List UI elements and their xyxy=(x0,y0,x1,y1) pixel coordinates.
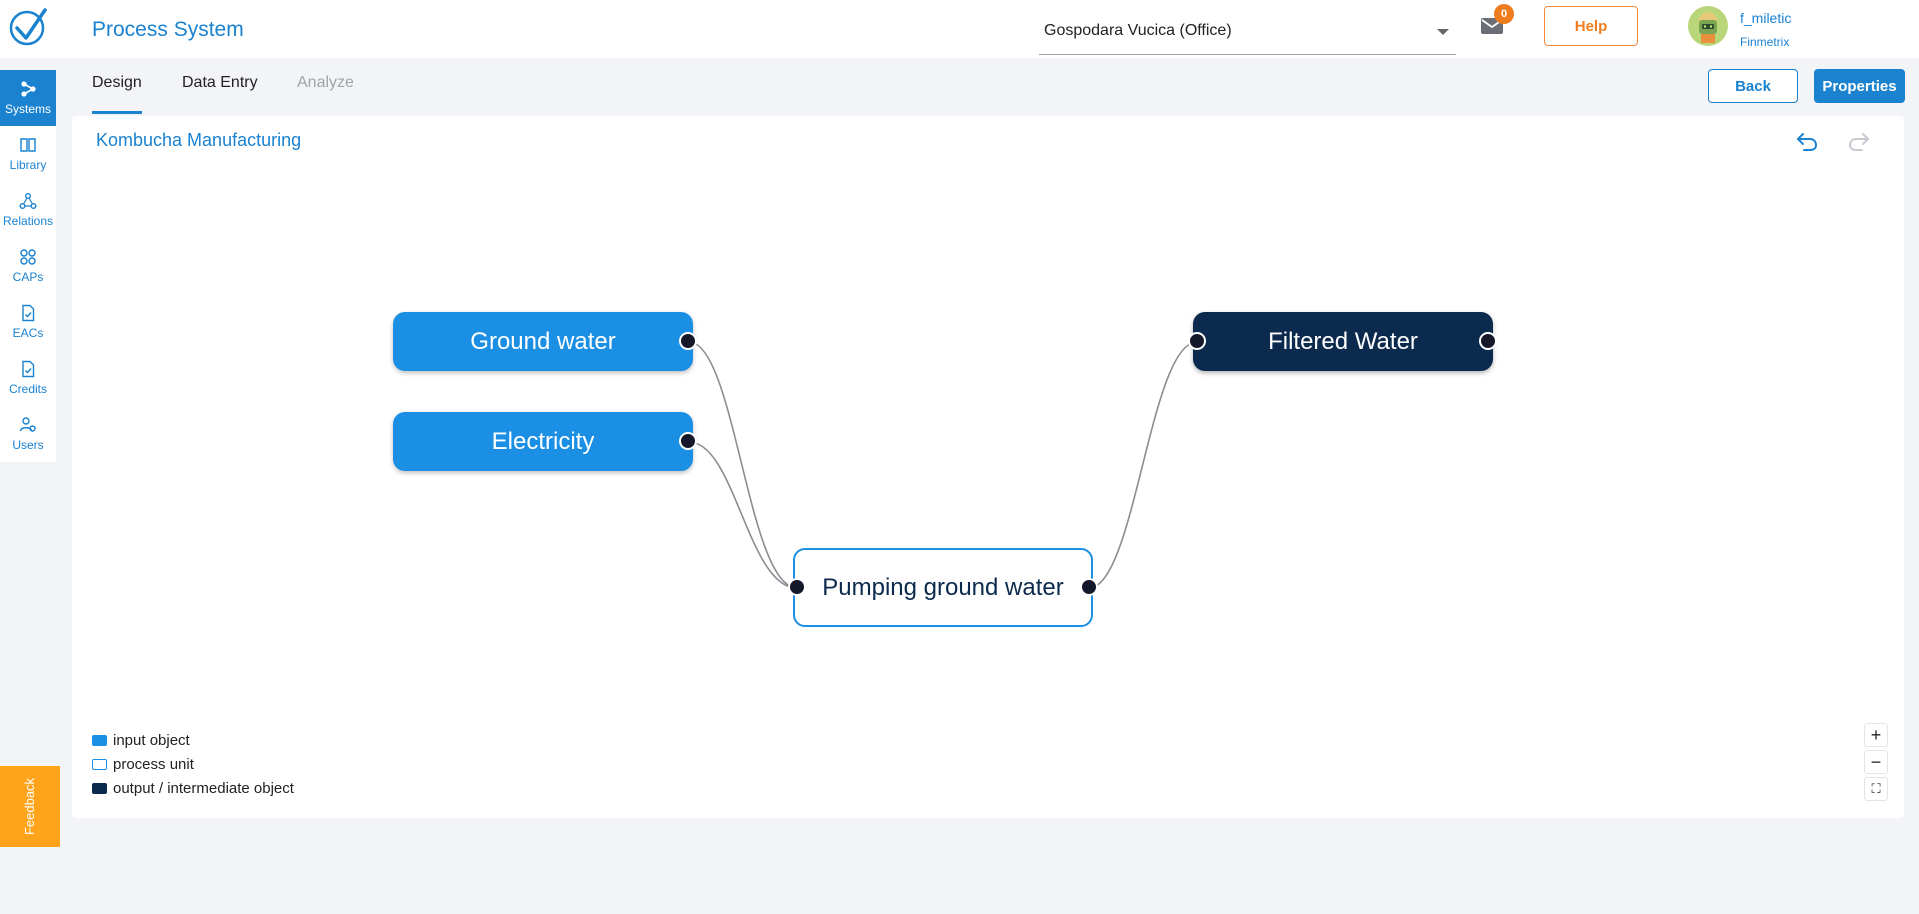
node-label: Pumping ground water xyxy=(822,573,1064,601)
sidebar-item-credits[interactable]: Credits xyxy=(0,350,56,406)
node-ground-water[interactable]: Ground water xyxy=(393,312,693,371)
sidebar-item-library[interactable]: Library xyxy=(0,126,56,182)
tab-design[interactable]: Design xyxy=(92,74,142,91)
node-label: Ground water xyxy=(470,327,616,355)
sidebar: Systems Library Relations CAPs EACs xyxy=(0,70,56,462)
legend-label: output / intermediate object xyxy=(113,779,294,797)
back-button[interactable]: Back xyxy=(1708,69,1798,103)
sidebar-item-systems[interactable]: Systems xyxy=(0,70,56,126)
fit-view-button[interactable]: ⛶ xyxy=(1864,777,1888,801)
sidebar-item-label: Users xyxy=(12,438,44,452)
help-button[interactable]: Help xyxy=(1544,6,1638,46)
relations-icon xyxy=(19,193,37,209)
avatar[interactable] xyxy=(1688,6,1728,46)
document-check-icon xyxy=(22,360,35,378)
zoom-out-button[interactable]: − xyxy=(1864,750,1888,774)
legend: input object process unit output / inter… xyxy=(92,728,294,800)
diagram-canvas[interactable] xyxy=(72,116,1904,818)
system-title: Kombucha Manufacturing xyxy=(96,130,302,150)
node-pumping-output-port[interactable] xyxy=(1080,578,1098,596)
legend-swatch-output xyxy=(92,782,107,794)
sidebar-item-relations[interactable]: Relations xyxy=(0,182,56,238)
node-pumping-ground-water[interactable]: Pumping ground water xyxy=(793,548,1093,627)
node-filtered-water-input-port[interactable] xyxy=(1188,332,1206,350)
avatar-illustration-icon xyxy=(1699,20,1717,43)
undo-icon[interactable] xyxy=(1795,130,1819,152)
legend-item-input: input object xyxy=(92,728,294,752)
systems-icon xyxy=(21,81,36,97)
node-label: Electricity xyxy=(491,427,595,455)
sidebar-item-label: Library xyxy=(9,158,47,172)
feedback-label: Feedback xyxy=(22,777,38,836)
app-logo[interactable] xyxy=(7,6,49,48)
zoom-in-button[interactable]: + xyxy=(1864,723,1888,747)
organization-select[interactable]: Gospodara Vucica (Office) xyxy=(1039,16,1456,55)
legend-item-output: output / intermediate object xyxy=(92,776,294,800)
legend-label: input object xyxy=(113,731,190,749)
notification-badge: 0 xyxy=(1494,4,1514,24)
active-tab-indicator xyxy=(92,111,142,114)
document-check-icon xyxy=(22,304,35,322)
sidebar-item-eacs[interactable]: EACs xyxy=(0,294,56,350)
legend-swatch-process xyxy=(92,758,107,770)
sidebar-item-label: Credits xyxy=(8,382,47,396)
node-electricity[interactable]: Electricity xyxy=(393,412,693,471)
tab-analyze: Analyze xyxy=(297,74,354,91)
feedback-button[interactable]: Feedback xyxy=(0,766,60,847)
sidebar-item-users[interactable]: Users xyxy=(0,406,56,462)
top-header: Process System Gospodara Vucica (Office)… xyxy=(0,0,1919,58)
node-filtered-water-output-port[interactable] xyxy=(1479,332,1497,350)
legend-item-process: process unit xyxy=(92,752,294,776)
node-pumping-input-port[interactable] xyxy=(788,578,806,596)
company-name: Finmetrix xyxy=(1740,35,1790,49)
page-title: Process System xyxy=(92,18,244,41)
properties-button[interactable]: Properties xyxy=(1814,69,1905,103)
sidebar-item-label: CAPs xyxy=(12,270,44,284)
users-icon xyxy=(19,417,36,432)
organization-selected-value: Gospodara Vucica (Office) xyxy=(1044,22,1232,39)
redo-icon xyxy=(1848,133,1869,151)
sidebar-item-label: EACs xyxy=(12,326,44,340)
grid-icon xyxy=(20,249,36,265)
sidebar-item-label: Systems xyxy=(4,102,51,116)
book-icon xyxy=(20,138,36,152)
chevron-down-icon xyxy=(1437,29,1449,35)
sidebar-item-caps[interactable]: CAPs xyxy=(0,238,56,294)
legend-label: process unit xyxy=(113,755,194,773)
legend-swatch-input xyxy=(92,734,107,746)
node-filtered-water[interactable]: Filtered Water xyxy=(1193,312,1493,371)
node-electricity-output-port[interactable] xyxy=(679,432,697,450)
username[interactable]: f_miletic xyxy=(1740,10,1792,26)
sidebar-item-label: Relations xyxy=(2,214,54,228)
tab-data-entry[interactable]: Data Entry xyxy=(182,74,258,91)
node-ground-water-output-port[interactable] xyxy=(679,332,697,350)
node-label: Filtered Water xyxy=(1268,327,1418,355)
